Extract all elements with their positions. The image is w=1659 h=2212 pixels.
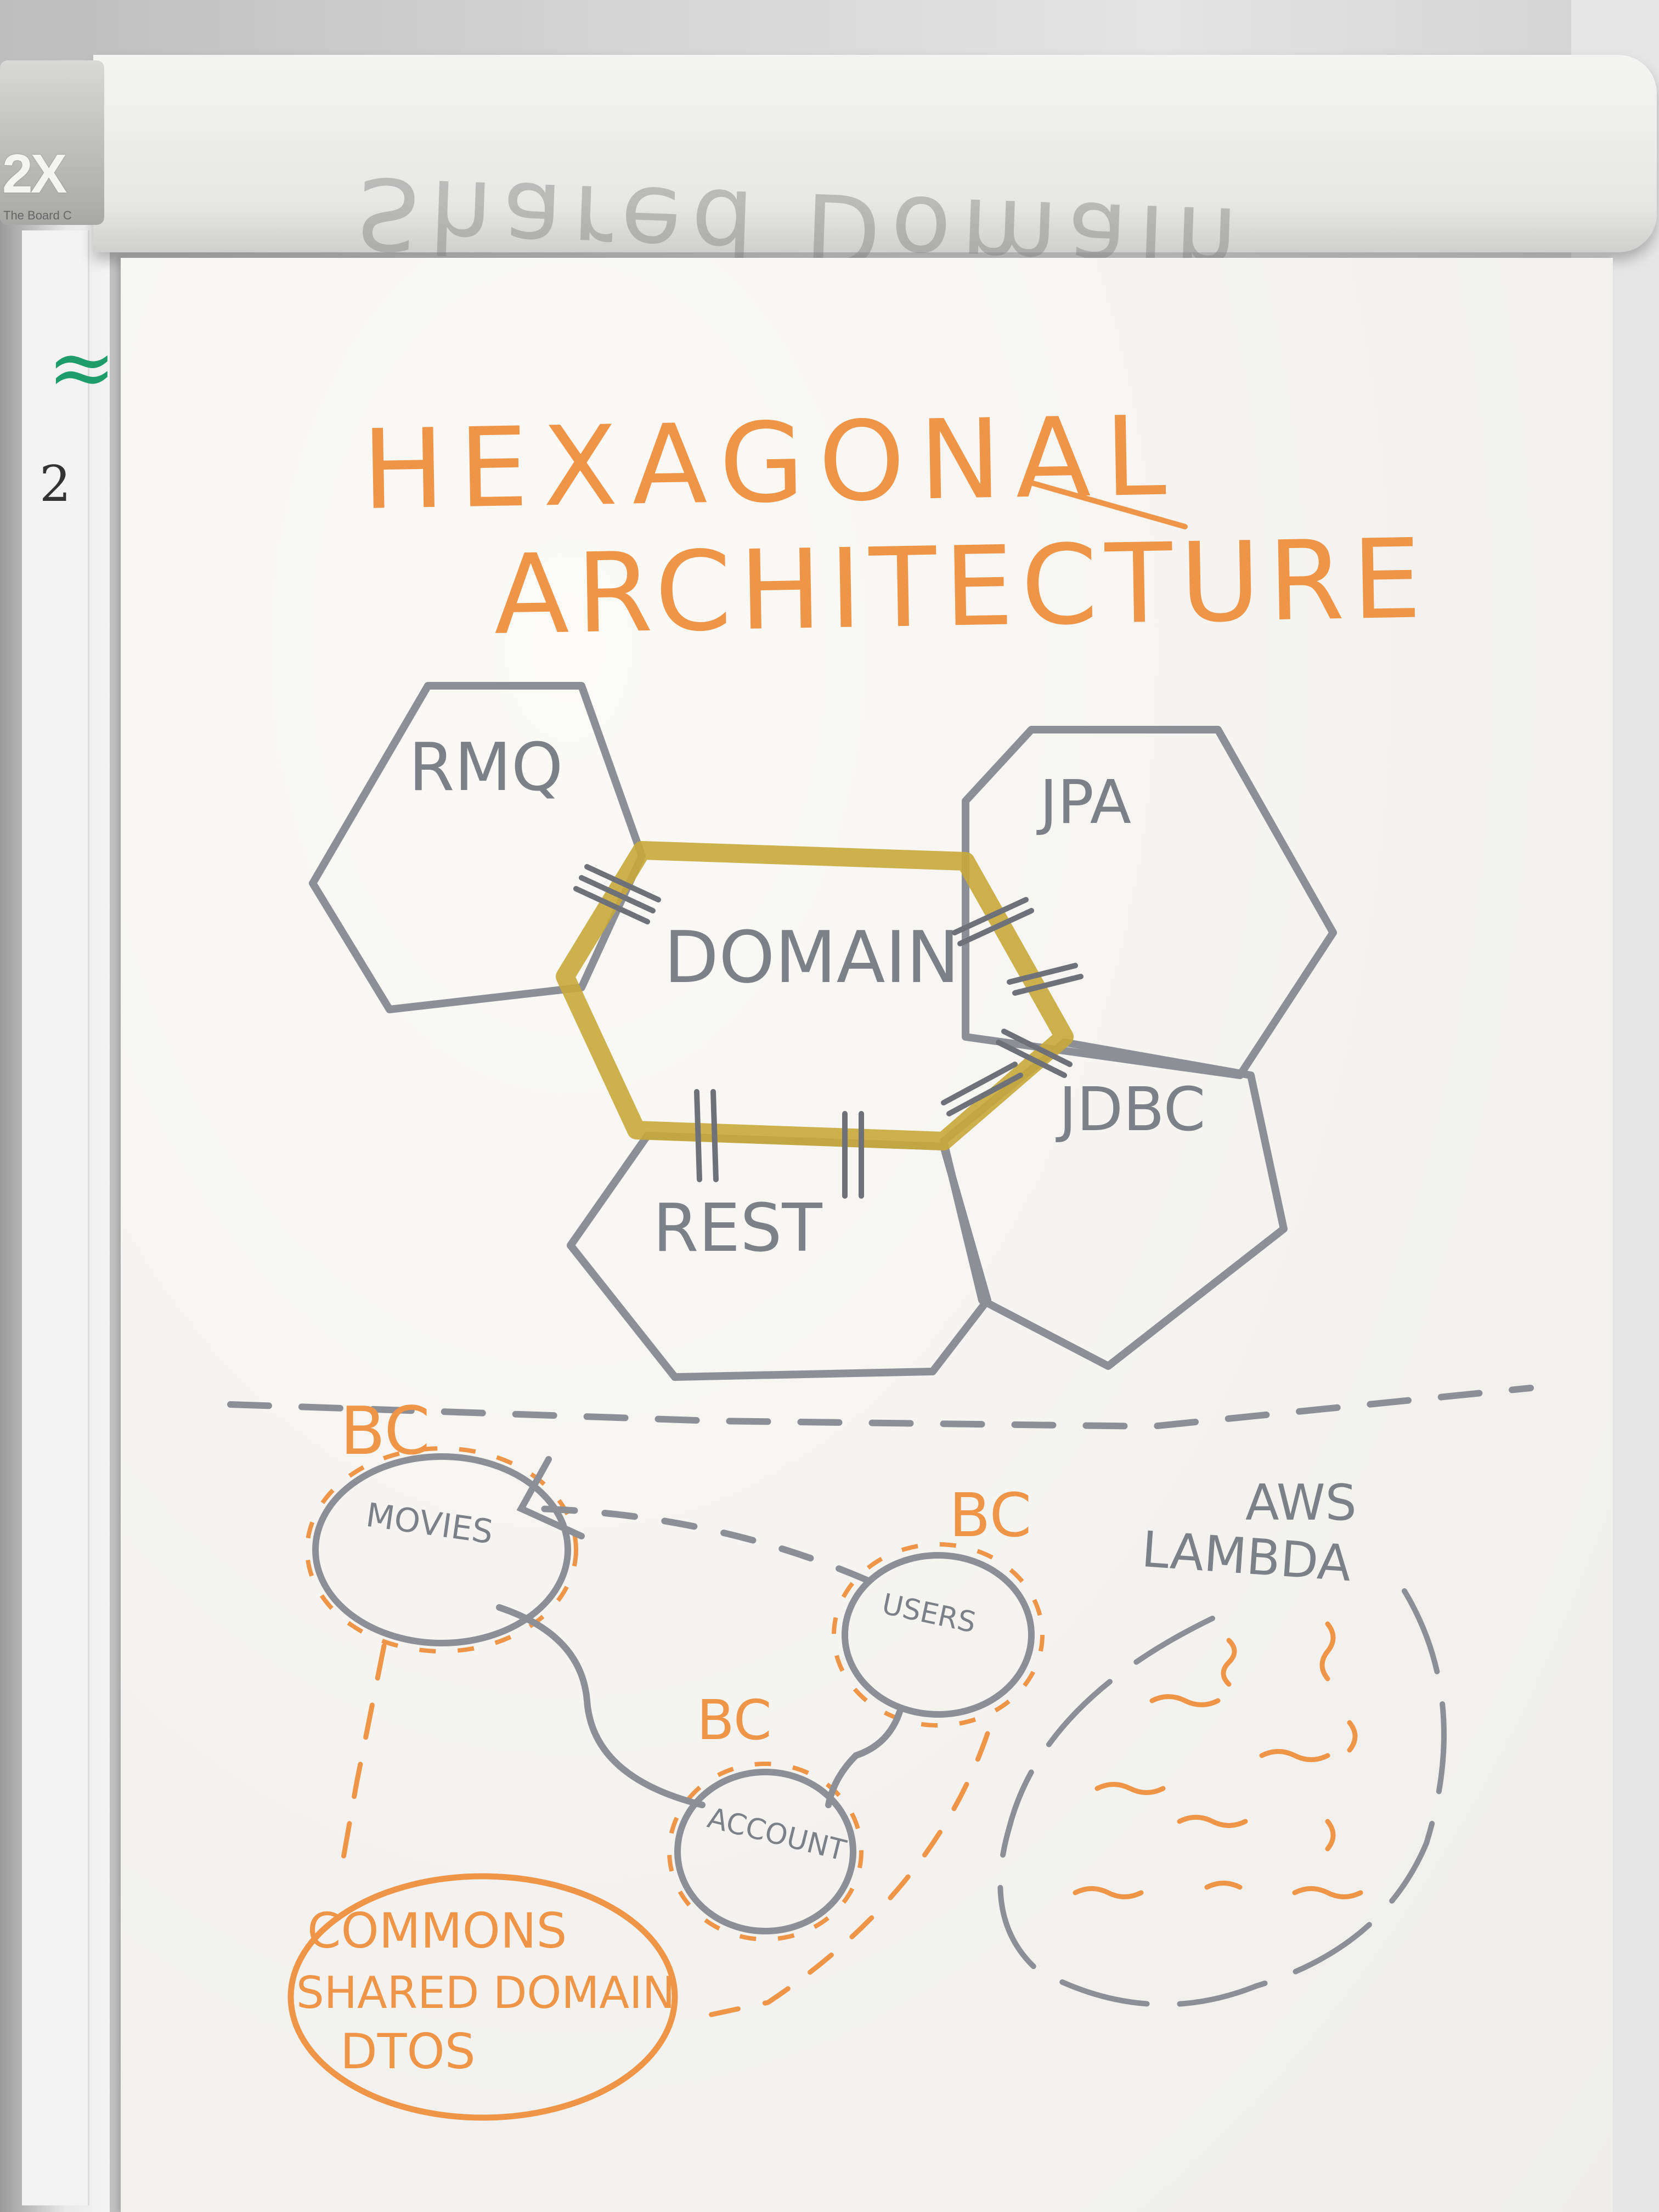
orange-dashed-commons-link-2: [689, 1731, 990, 2022]
circle-account: [674, 1769, 856, 1934]
marker-note: 2: [40, 455, 71, 513]
commons-line2: SHARED DOMAIN: [296, 1967, 675, 2018]
aws-label: AWS: [1245, 1474, 1357, 1532]
paper-roll: Shared Domain: [93, 55, 1657, 300]
lambda-squiggles: [1073, 1621, 1363, 1899]
hexagon-domain-label: DOMAIN: [664, 916, 960, 999]
orange-dashed-commons-link: [337, 1643, 387, 1879]
users-to-movies-dashed-arrow: [534, 1505, 870, 1583]
hexagon-jpa-label: JPA: [1036, 767, 1131, 837]
commons-line3: DTOS: [340, 2023, 476, 2080]
port-marks: [573, 864, 1084, 1199]
lambda-cloud: [997, 1588, 1447, 2007]
circle-movies-orange: [305, 1446, 578, 1654]
movies-to-account-link: [496, 1604, 706, 1808]
bc-label-users: BC: [949, 1480, 1031, 1550]
circle-users-orange: [832, 1542, 1045, 1728]
circle-account-orange: [667, 1762, 864, 1942]
circle-account-label: ACCOUNT: [704, 1802, 849, 1867]
hexagon-rmq: [309, 682, 646, 1013]
easel-clip: 2X The Board C: [0, 60, 104, 225]
green-marker-squiggle: ≈: [47, 320, 116, 415]
circle-users-label: USERS: [879, 1588, 979, 1640]
hexagon-rmq-label: RMQ: [409, 730, 563, 806]
title-line2: ARCHITECTURE: [493, 515, 1430, 659]
circle-users: [842, 1552, 1035, 1718]
circle-movies-label: MOVIES: [364, 1496, 495, 1552]
users-to-account-link: [825, 1708, 903, 1808]
commons-line1: COMMONS: [307, 1903, 567, 1959]
flipchart-sheet: [121, 258, 1613, 2212]
bc-label-account: BC: [697, 1688, 772, 1752]
title-underline: [1029, 480, 1188, 529]
hexagon-domain: [556, 841, 1074, 1150]
circle-movies: [312, 1453, 571, 1646]
clip-brand-subtitle: The Board C: [3, 208, 72, 222]
dashed-divider: [227, 1385, 1534, 1430]
clip-brand-logo: 2X: [2, 143, 67, 205]
hexagon-rest-label: REST: [653, 1190, 822, 1267]
whiteboard-strip: [22, 230, 89, 2205]
commons-oval: [287, 1873, 678, 2121]
hexagon-jdbc-label: JDBC: [1056, 1074, 1205, 1144]
title-line1: HEXAGONAL: [361, 392, 1181, 534]
arrowhead-movies: [516, 1456, 585, 1539]
